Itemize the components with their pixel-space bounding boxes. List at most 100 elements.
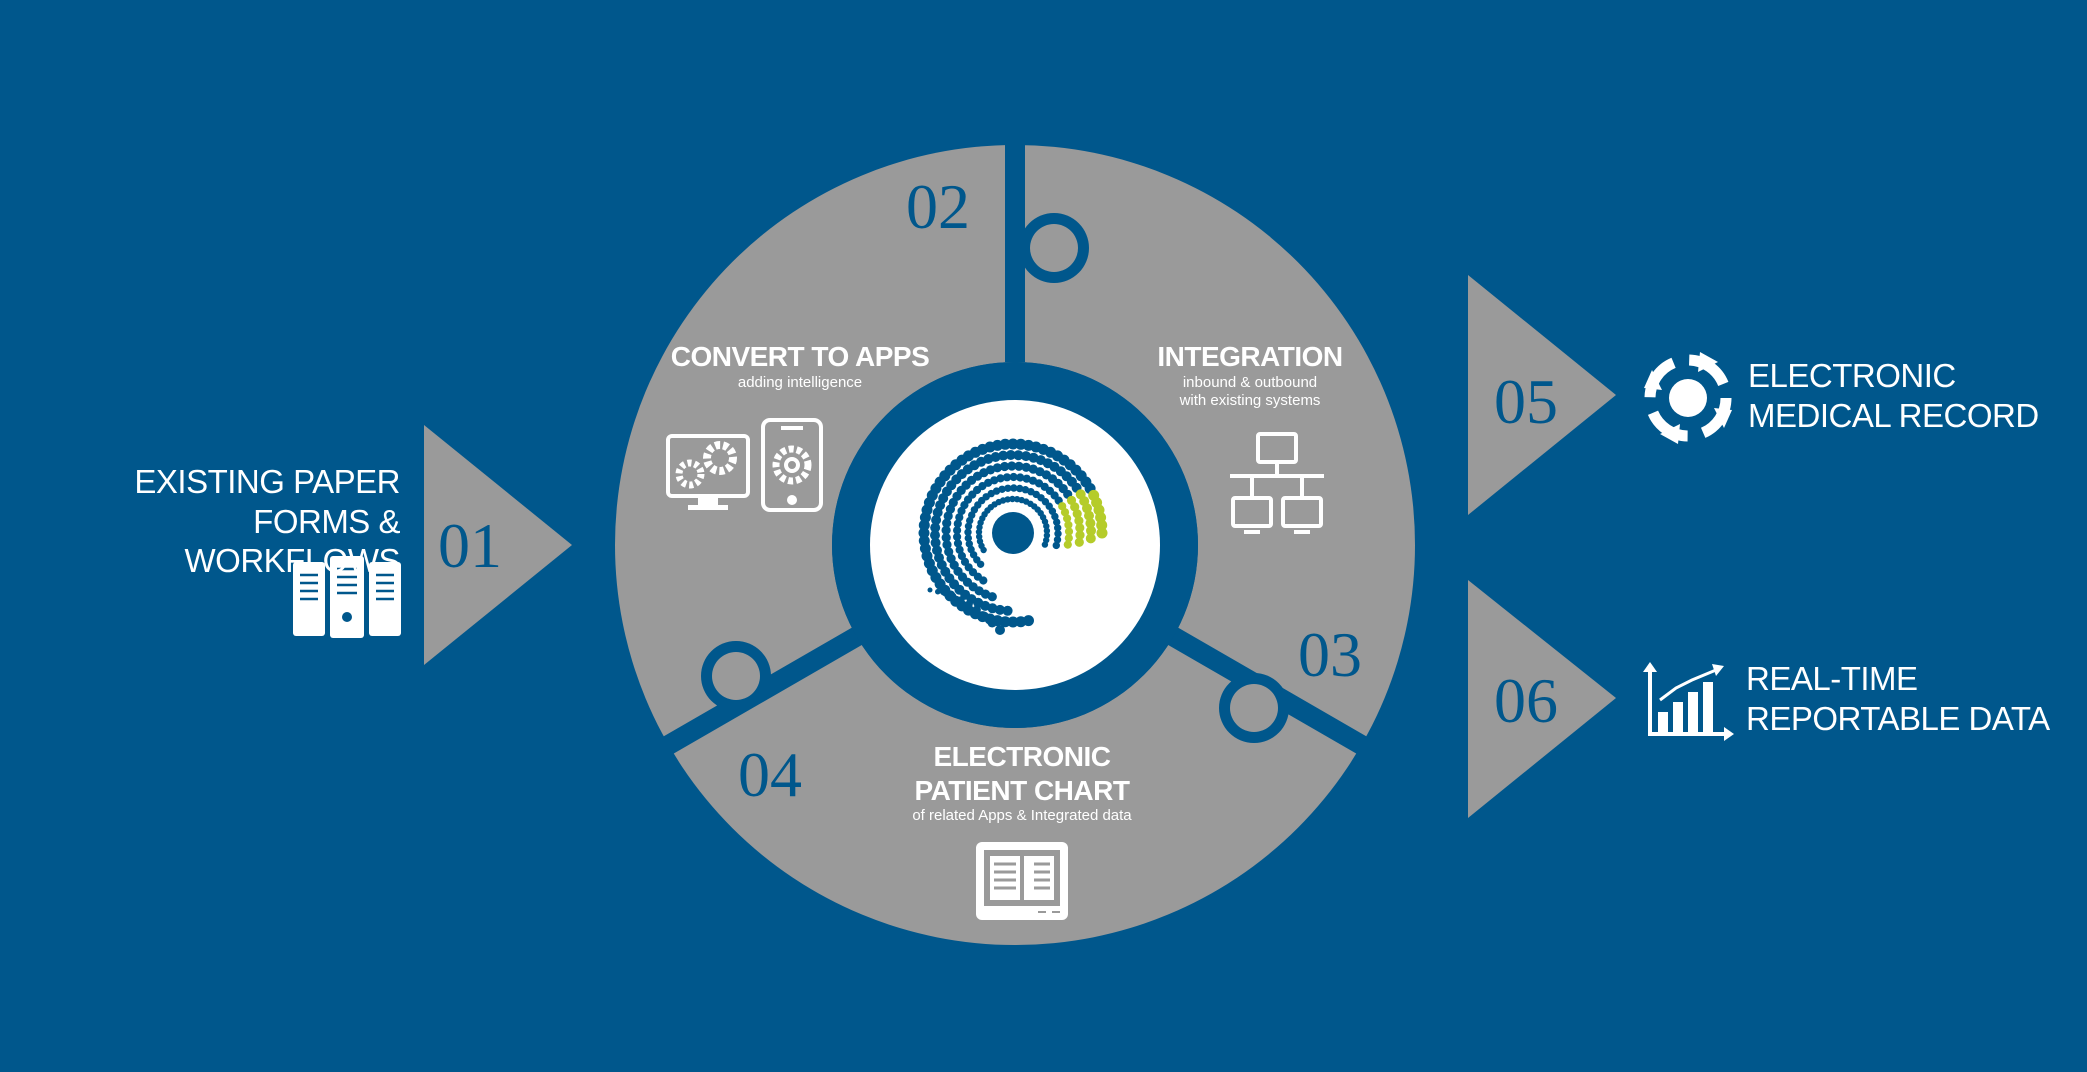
- logo-dot: [1085, 518, 1096, 529]
- logo-dot: [932, 545, 942, 556]
- logo-dot: [1007, 438, 1019, 450]
- logo-dot: [957, 596, 965, 604]
- logo-dot: [930, 522, 941, 533]
- logo-dot: [999, 438, 1011, 450]
- logo-dot: [953, 519, 962, 528]
- logo-dot: [985, 465, 996, 475]
- logo-dot: [935, 588, 941, 595]
- logo-dot: [931, 515, 942, 525]
- logo-dot: [976, 533, 983, 540]
- logo-dot: [987, 618, 997, 628]
- step-01-title-line2: FORMS & WORKFLOWS: [184, 502, 401, 580]
- logo-dot: [1004, 496, 1011, 503]
- logo-dot: [1063, 540, 1072, 549]
- logo-dot: [1072, 509, 1082, 519]
- step-01-title-line1: EXISTING PAPER: [134, 463, 400, 500]
- logo-dot: [1054, 530, 1062, 538]
- logo-dot: [1064, 534, 1073, 543]
- step-04-subtitle: of related Apps & Integrated data: [912, 807, 1132, 825]
- logo-dot: [964, 534, 972, 542]
- logo-dot: [1010, 484, 1018, 492]
- logo-dot: [953, 526, 962, 535]
- step-04-label: ELECTRONIC PATIENT CHART of related Apps…: [860, 740, 1184, 825]
- logo-dot: [1053, 536, 1062, 544]
- logo-dot: [1096, 527, 1108, 539]
- arrow-triangle-06: [1468, 580, 1616, 818]
- logo-dot: [972, 605, 981, 614]
- logo-dot: [927, 587, 933, 593]
- logo-dot: [980, 611, 989, 621]
- step-number-03: 03: [1298, 619, 1362, 690]
- logo-dot: [1096, 519, 1108, 531]
- logo-dot: [1015, 616, 1027, 628]
- cycle-arrows-icon: [1644, 352, 1732, 444]
- logo-dot: [1004, 484, 1012, 492]
- logo-dot: [1075, 530, 1085, 540]
- file-cabinet-icon: [293, 556, 401, 638]
- step-04-title-line1: ELECTRONIC: [933, 741, 1112, 772]
- logo-dot: [1064, 527, 1074, 536]
- tablet-chart-icon: [976, 842, 1068, 920]
- logo-dot: [953, 532, 962, 542]
- step-06-label: REAL-TIME REPORTABLE DATA: [1746, 659, 2076, 738]
- logo-dot: [957, 551, 967, 561]
- logo-dot: [1021, 462, 1031, 472]
- logo-dot: [1009, 472, 1018, 482]
- step-02-label: CONVERT TO APPS adding intelligence: [660, 340, 940, 392]
- logo-dot: [941, 525, 951, 535]
- logo-dot: [1016, 484, 1024, 493]
- logo-dot: [995, 604, 1005, 615]
- step-06-title-line2: REPORTABLE DATA: [1746, 699, 2050, 737]
- step-02-title: CONVERT TO APPS: [670, 341, 930, 372]
- logo-dot: [1075, 523, 1085, 533]
- logo-dot: [918, 527, 930, 539]
- logo-dot: [1063, 514, 1072, 523]
- logo-dot: [918, 535, 930, 547]
- logo-dot: [1005, 450, 1016, 460]
- step-05-title-line2: MEDICAL RECORD: [1748, 396, 2039, 434]
- logo-dot: [955, 545, 964, 554]
- logo-dot: [942, 590, 949, 597]
- step-04-title-line2: PATIENT CHART: [914, 774, 1130, 806]
- logo-dot: [998, 450, 1009, 461]
- logo-dot: [964, 522, 973, 530]
- logo-dot: [975, 528, 983, 536]
- logo-dot: [1054, 524, 1062, 532]
- logo-dot: [1007, 616, 1019, 628]
- step-number-02: 02: [906, 171, 970, 242]
- logo-dot: [1060, 508, 1070, 517]
- step-03-subtitle-line1: inbound & outbound: [1182, 373, 1318, 391]
- logo-swirl-icon: [918, 438, 1108, 635]
- arrow-triangle-05: [1468, 275, 1616, 515]
- logo-dot: [1009, 495, 1016, 503]
- logo-dot: [998, 485, 1006, 493]
- logo-dot: [953, 539, 963, 548]
- logo-dot: [1002, 473, 1012, 482]
- logo-dot: [995, 625, 1005, 635]
- logo-dot: [942, 540, 952, 550]
- network-icon: [1230, 432, 1324, 534]
- puzzle-knobs: [712, 224, 1278, 732]
- logo-dot: [996, 474, 1005, 483]
- logo-dot: [1007, 461, 1017, 471]
- logo-dot: [1053, 518, 1061, 526]
- logo-dot: [1052, 541, 1061, 550]
- logo-dot: [1014, 461, 1024, 471]
- logo-dot: [1043, 522, 1050, 530]
- logo-dot: [1022, 474, 1031, 483]
- logo-dot: [1074, 537, 1084, 547]
- logo-dot: [1021, 451, 1031, 462]
- logo-dot: [965, 600, 973, 609]
- logo-dot: [941, 533, 951, 543]
- logo-dot: [950, 593, 957, 600]
- step-03-subtitle-line2: with existing systems: [1179, 391, 1321, 409]
- logo-dot: [1002, 605, 1013, 616]
- step-03-title: INTEGRATION: [1157, 341, 1343, 372]
- step-number-05: 05: [1494, 366, 1558, 437]
- step-01-label: EXISTING PAPER FORMS & WORKFLOWS: [30, 462, 400, 581]
- logo-dot: [992, 487, 1001, 495]
- step-number-04: 04: [738, 739, 802, 810]
- logo-dot: [1051, 512, 1059, 521]
